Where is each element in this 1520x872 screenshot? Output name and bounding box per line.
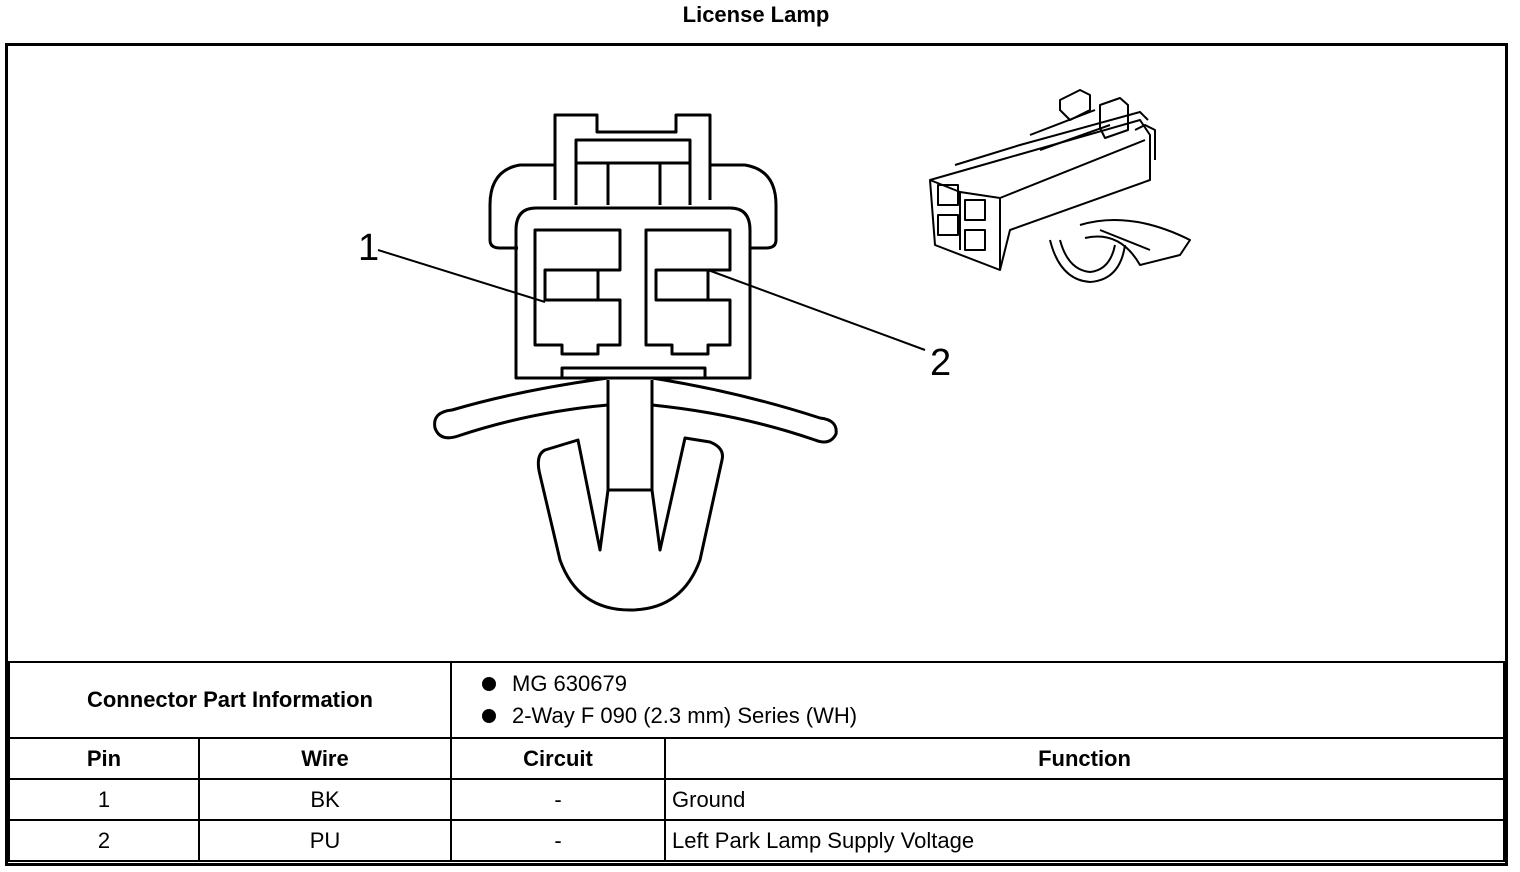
cavity-2-inset bbox=[654, 268, 710, 302]
callout-2-leader bbox=[707, 269, 926, 351]
list-item: 2-Way F 090 (2.3 mm) Series (WH) bbox=[482, 700, 1497, 732]
diagram-frame bbox=[5, 43, 1508, 866]
right-wing bbox=[651, 376, 838, 444]
cell-circuit: - bbox=[450, 819, 666, 862]
latch-outline bbox=[553, 113, 712, 200]
bullet-icon bbox=[482, 709, 496, 723]
clip-outer bbox=[536, 436, 724, 612]
col-header-function: Function bbox=[664, 737, 1505, 780]
table-row: 1 BK - Ground bbox=[8, 778, 1505, 821]
part-info-list: MG 630679 2-Way F 090 (2.3 mm) Series (W… bbox=[458, 664, 1497, 736]
bullet-icon bbox=[482, 677, 496, 691]
cell-pin: 1 bbox=[8, 778, 200, 821]
right-ear bbox=[710, 163, 778, 250]
table-header-row: Pin Wire Circuit Function bbox=[8, 737, 1505, 780]
callout-2-label: 2 bbox=[930, 342, 951, 384]
cell-function: Left Park Lamp Supply Voltage bbox=[664, 819, 1505, 862]
col-header-circuit: Circuit bbox=[450, 737, 666, 780]
connector-table: Connector Part Information MG 630679 2-W… bbox=[8, 661, 1505, 862]
cell-wire: BK bbox=[198, 778, 452, 821]
left-wing bbox=[433, 376, 609, 440]
cell-pin: 2 bbox=[8, 819, 200, 862]
clip-stem bbox=[606, 380, 654, 492]
cell-circuit: - bbox=[450, 778, 666, 821]
col-header-pin: Pin bbox=[8, 737, 200, 780]
connector-iso-view bbox=[929, 89, 1191, 283]
list-item: MG 630679 bbox=[482, 668, 1497, 700]
callout-1-leader bbox=[377, 249, 546, 303]
col-header-wire: Wire bbox=[198, 737, 452, 780]
diagram-title: License Lamp bbox=[682, 2, 830, 27]
part-info-label: Connector Part Information bbox=[8, 661, 452, 739]
bottom-rail bbox=[560, 366, 707, 378]
connector-body bbox=[514, 206, 752, 380]
cavity-2 bbox=[644, 228, 732, 356]
clip-center bbox=[606, 405, 654, 490]
table-row: 2 PU - Left Park Lamp Supply Voltage bbox=[8, 819, 1505, 862]
latch-tab bbox=[606, 163, 662, 205]
cell-function: Ground bbox=[664, 778, 1505, 821]
cavity-1-inset bbox=[543, 268, 600, 302]
latch-inner bbox=[574, 138, 692, 205]
part-info-values: MG 630679 2-Way F 090 (2.3 mm) Series (W… bbox=[450, 661, 1505, 739]
cavity-1 bbox=[533, 228, 622, 356]
cell-wire: PU bbox=[198, 819, 452, 862]
callout-1-label: 1 bbox=[358, 227, 379, 269]
left-ear bbox=[488, 163, 555, 250]
part-info-row: Connector Part Information MG 630679 2-W… bbox=[8, 661, 1505, 739]
